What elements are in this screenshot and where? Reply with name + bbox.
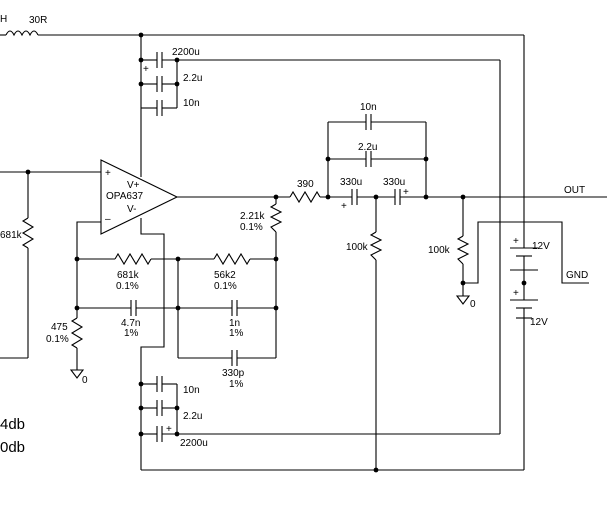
gain-note-2: 0db [0,439,25,456]
top-cap-3-label: 10n [183,98,200,109]
fb-r2-tol: 0.1% [214,281,237,292]
junction-dot [174,431,180,437]
opamp-vminus-label: V- [127,204,136,215]
series-cap-plus-1: + [341,201,347,212]
series-r-label: 390 [297,179,314,190]
ground-leg-resistor-475 [69,308,85,379]
junction-dot [138,381,144,387]
series-cap-1-label: 330u [340,177,362,188]
fb-c1-tol: 1% [124,328,139,339]
top-decoupling-caps [141,52,500,116]
input-resistor-681k [21,172,35,358]
opamp-triangle [100,159,179,235]
battery-2-label: 12V [530,317,548,328]
output-resistor-100k [455,197,471,305]
gain-note-1: 4db [0,416,25,433]
opamp-in-minus: – [105,214,111,225]
out-label: OUT [564,185,585,196]
junction-dot [325,156,331,162]
fb-c3-value: 330p [222,368,245,379]
battery-1-plus: + [513,236,519,247]
bias-r-label: 100k [346,242,369,253]
fb-r1-tol: 0.1% [116,281,139,292]
gnd-terminal-label: GND [566,270,588,281]
junction-dot [138,57,144,63]
ground-leg-r-value: 475 [51,322,68,333]
bypass-cap-2-label: 2.2u [358,142,377,153]
inductor-label: 30R [29,15,47,26]
junction-dot [174,81,180,87]
bias-resistor-100k [369,197,383,470]
junction-dot [521,280,527,286]
fb-c2-tol: 1% [229,328,244,339]
opamp-vplus-label: V+ [127,180,140,191]
bottom-cap-3-label: 2200u [180,438,208,449]
ground-leg-gnd-label: 0 [82,375,88,386]
shunt-r-tol: 0.1% [240,222,263,233]
series-resistor-390 [289,190,352,204]
fb-r1-value: 681k [117,270,140,281]
bottom-cap-1-label: 10n [183,385,200,396]
fb-c1-value: 4.7n [121,318,140,329]
battery-12v-bottom [510,299,538,470]
junction-dot [74,256,80,262]
bypass-cap-1-label: 10n [360,102,377,113]
output-r-label: 100k [428,245,451,256]
junction-dot [138,81,144,87]
inductor-30r [0,30,524,37]
fb-r2-value: 56k2 [214,270,236,281]
top-cap-plus: + [143,64,149,75]
battery-2-plus: + [513,288,519,299]
series-cap-plus-2: + [403,187,409,198]
output-gnd-label: 0 [470,299,476,310]
fb-c3-tol: 1% [229,379,244,390]
junction-dot [138,405,144,411]
top-cap-2-label: 2.2u [183,73,202,84]
shunt-resistor-2k21 [269,197,283,233]
bottom-cap-2-label: 2.2u [183,411,202,422]
bottom-cap-plus: + [166,424,172,435]
ground-leg-r-tol: 0.1% [46,334,69,345]
junction-dot [174,405,180,411]
battery-1-label: 12V [532,241,550,252]
shunt-r-value: 2.21k [240,211,265,222]
junction-dot [423,156,429,162]
opamp-in-plus: + [105,168,111,179]
junction-dot [174,57,180,63]
inductor-pre-label: H [0,14,7,25]
junction-dot [138,431,144,437]
fb-c2-value: 1n [229,318,240,329]
junction-dot [373,467,379,473]
series-cap-2-label: 330u [383,177,405,188]
opamp-part-label: OPA637 [106,191,143,202]
input-resistor-label: 681k [0,230,23,241]
top-cap-1-label: 2200u [172,47,200,58]
